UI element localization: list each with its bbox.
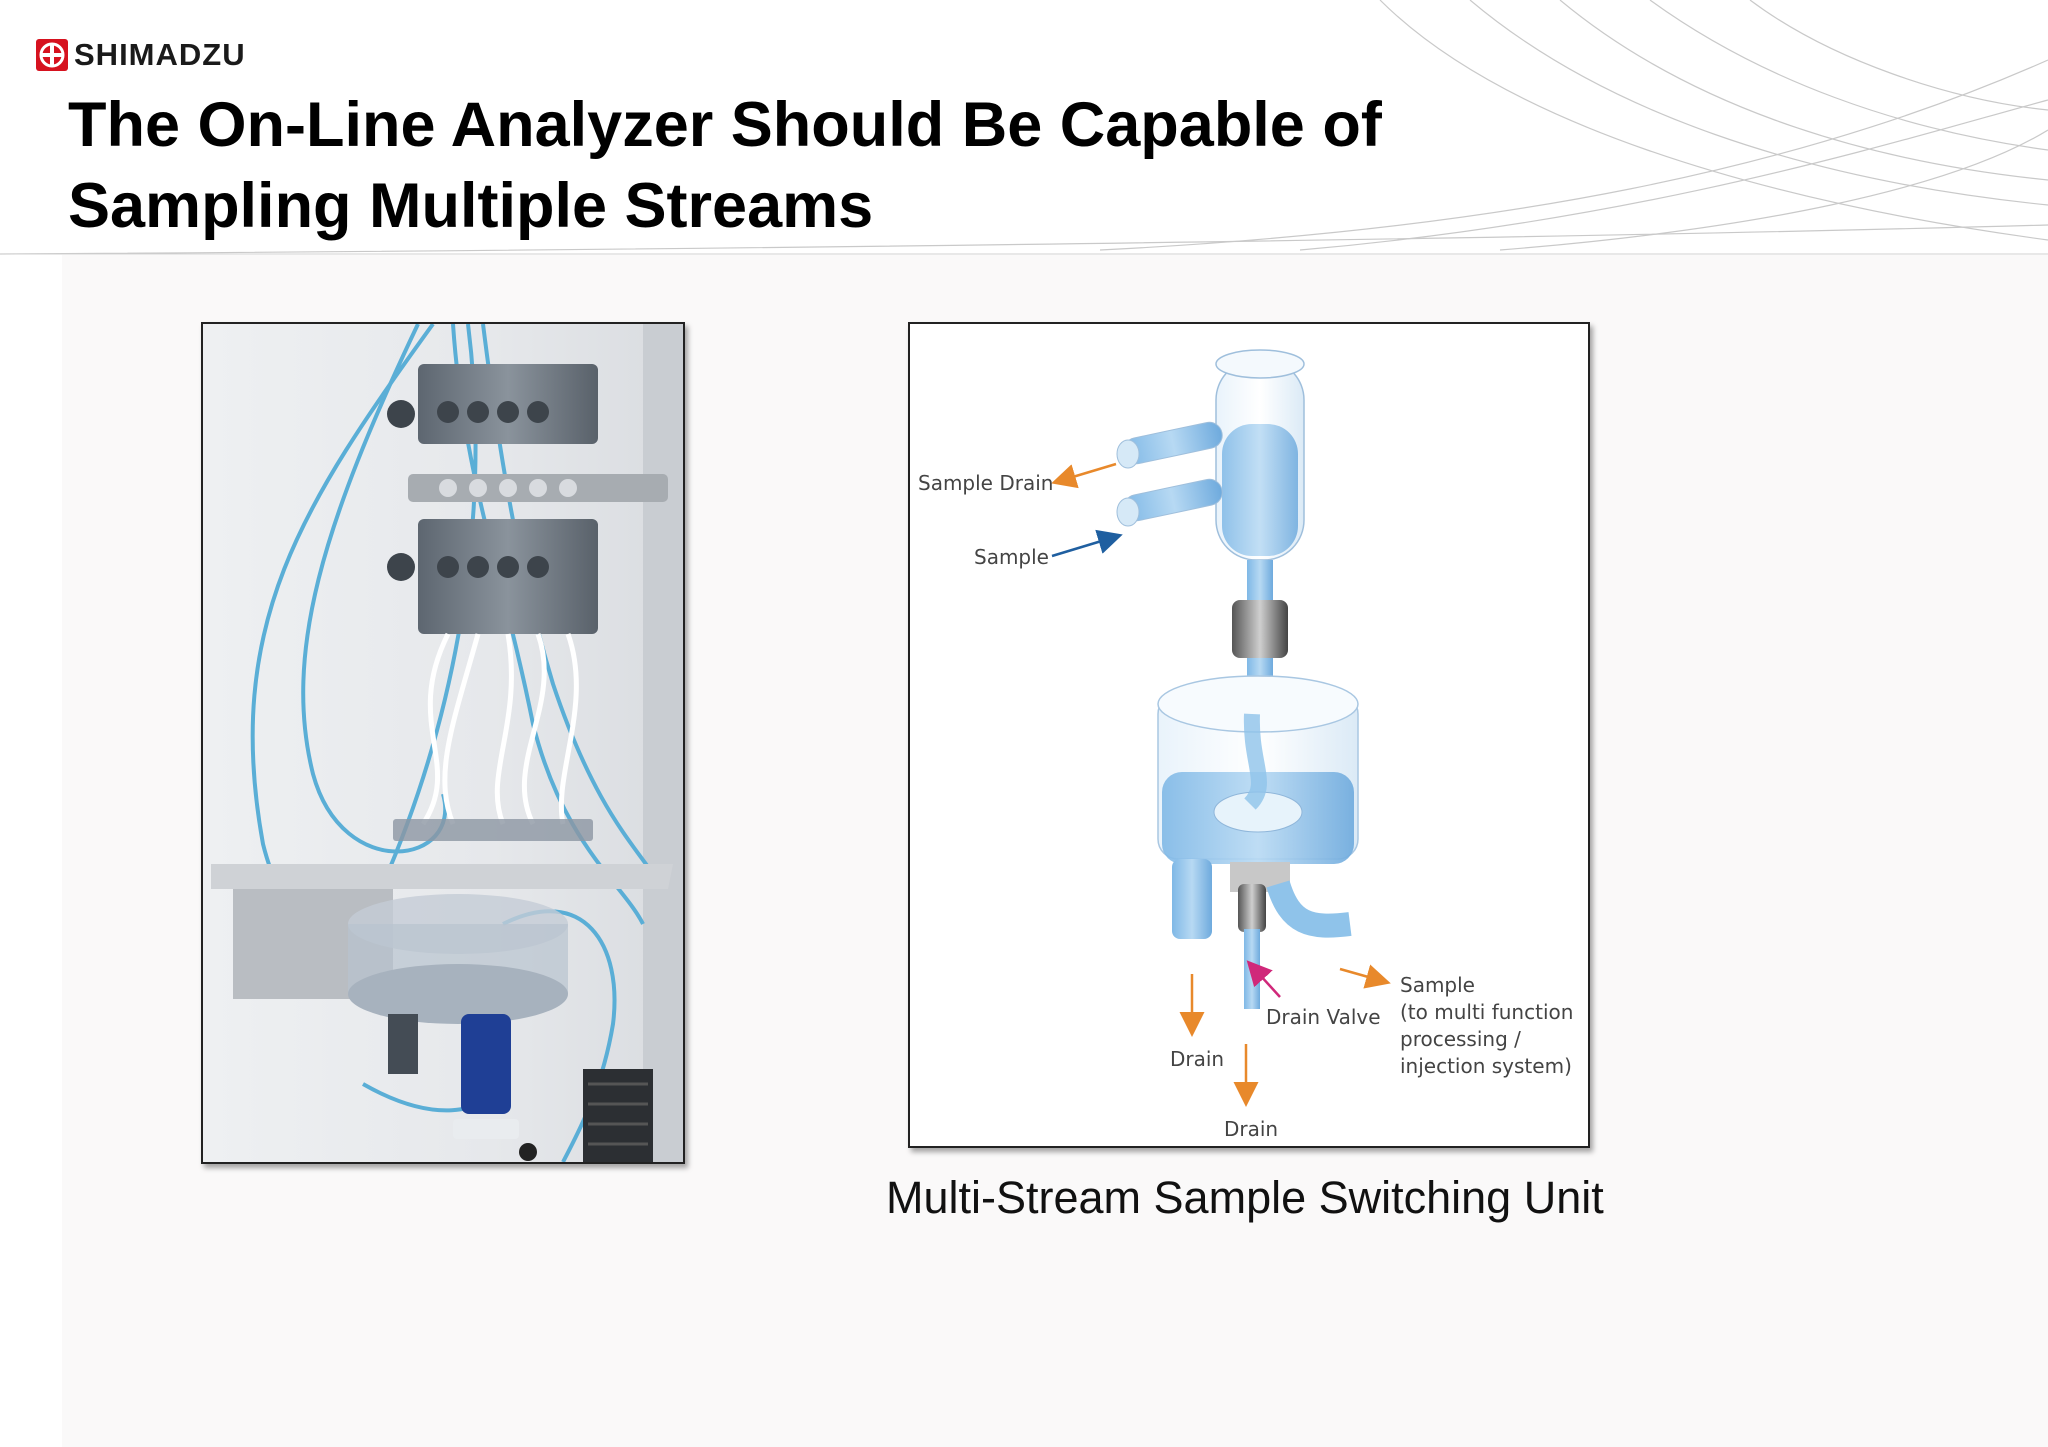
- label-sample-out-line4: injection system): [1400, 1054, 1572, 1078]
- brand-logo: SHIMADZU: [36, 37, 246, 72]
- analyzer-photo: [201, 322, 685, 1164]
- label-sample-out-line3: processing /: [1400, 1027, 1521, 1051]
- brand-name: SHIMADZU: [74, 37, 246, 72]
- label-sample-out: Sample: [1400, 973, 1475, 997]
- label-drain-bottom: Drain: [1224, 1117, 1278, 1141]
- slide-title: The On-Line Analyzer Should Be Capable o…: [68, 85, 1568, 247]
- title-line-1: The On-Line Analyzer Should Be Capable o…: [68, 90, 1382, 160]
- label-drain-valve: Drain Valve: [1266, 1005, 1381, 1029]
- switching-unit-diagram: Sample Drain Sample Drain Valve Drain Dr…: [908, 322, 1590, 1148]
- title-line-2: Sampling Multiple Streams: [68, 171, 874, 241]
- label-sample-drain: Sample Drain: [918, 471, 1053, 495]
- diagram-caption: Multi-Stream Sample Switching Unit: [886, 1172, 1604, 1223]
- label-sample-in: Sample: [974, 545, 1049, 569]
- label-sample-out-line2: (to multi function: [1400, 1000, 1573, 1024]
- shimadzu-emblem-icon: [36, 39, 68, 71]
- lower-vessel: [1157, 675, 1359, 1009]
- label-drain-left: Drain: [1170, 1047, 1224, 1071]
- upper-vessel: [1116, 349, 1305, 561]
- header-decoration: [0, 0, 2048, 255]
